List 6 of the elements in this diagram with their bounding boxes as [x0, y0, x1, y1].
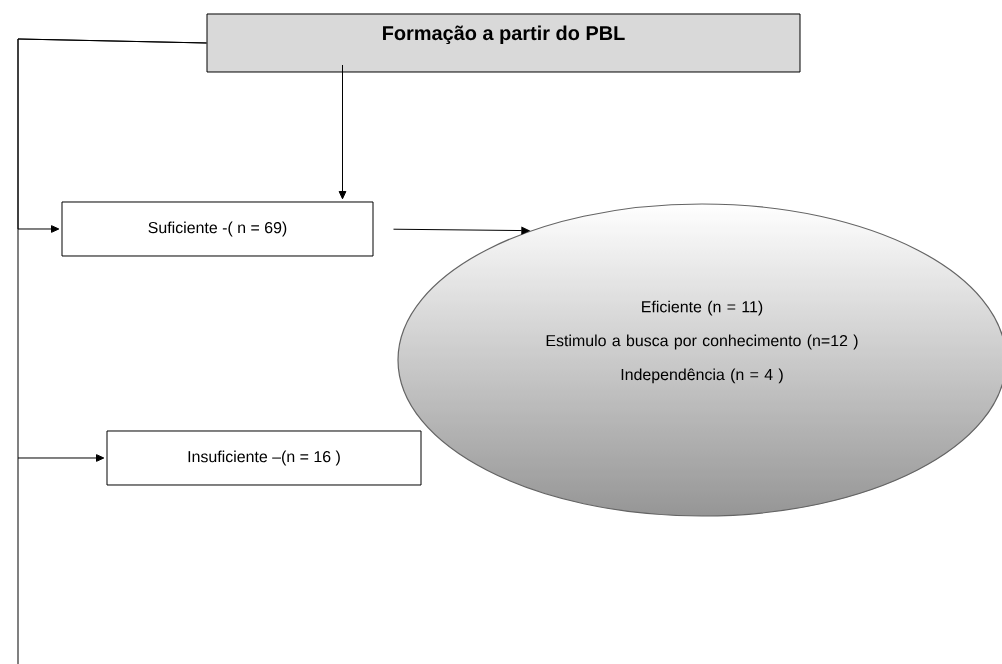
process-box: Insuficiente –(n = 16 ): [106, 430, 422, 486]
arrow: [17, 38, 207, 462]
arrow: [338, 64, 347, 200]
arrow: [393, 226, 530, 235]
process-box: Suficiente -( n = 69): [61, 201, 374, 257]
title-box: Formação a partir do PBL: [206, 13, 801, 73]
